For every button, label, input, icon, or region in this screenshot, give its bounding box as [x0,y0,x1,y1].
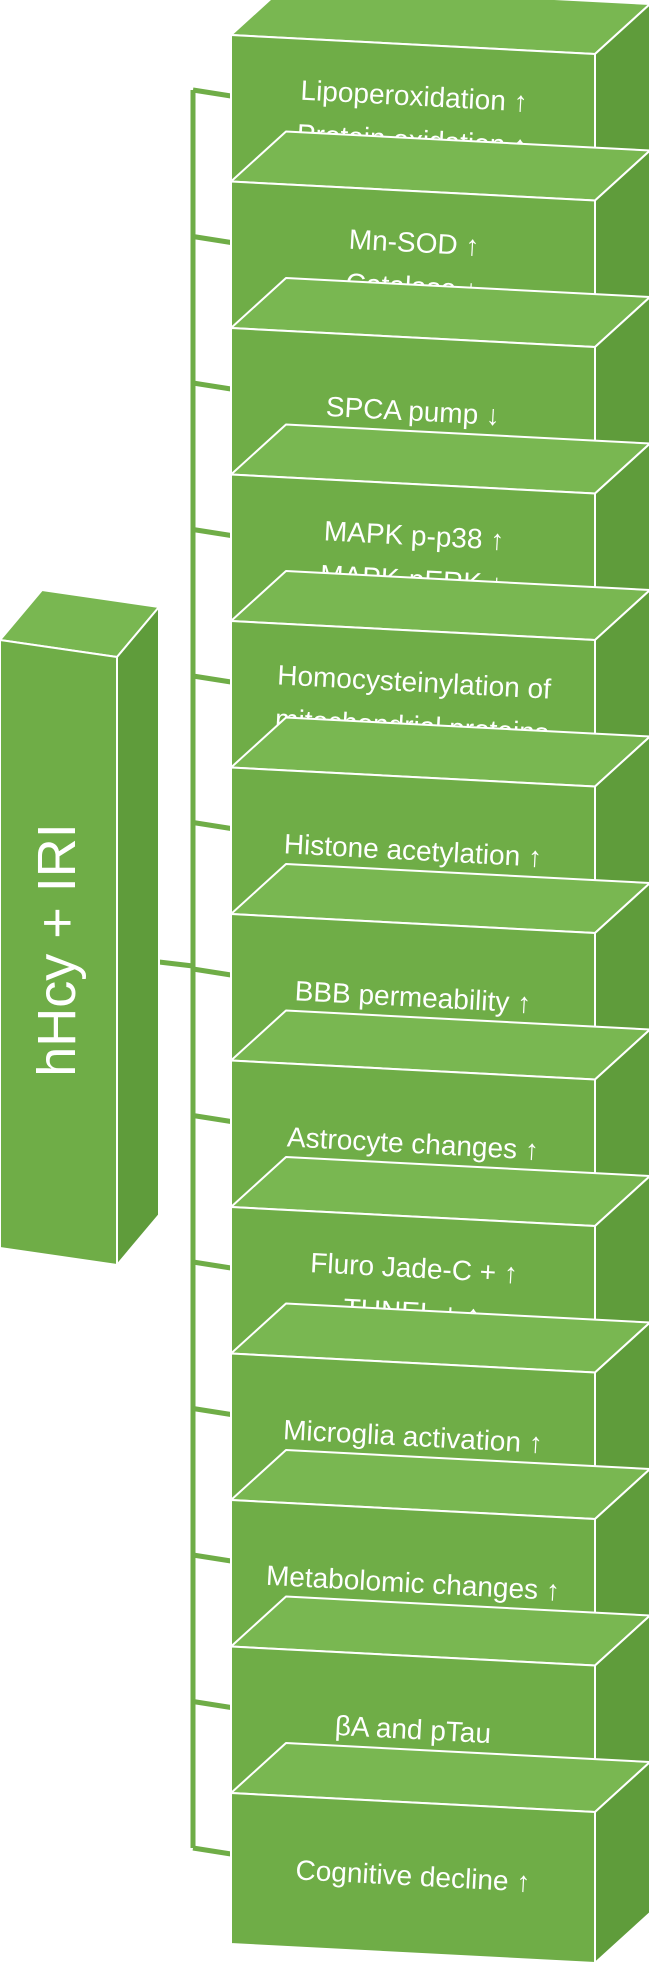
connector-tick [192,1699,232,1710]
connector-tick [192,820,232,831]
effect-box: Cognitive decline ↑ [230,1742,650,1964]
effect-boxes: Lipoperoxidation ↑Protein oxidation ↑Mn-… [230,0,650,1964]
connector-tick [192,1845,232,1857]
connector-tick [192,234,232,245]
connector-tick [192,87,232,99]
connector-tick [192,673,232,685]
connector-tick [192,1259,232,1271]
source-box-front [0,639,118,1266]
source-box-side [116,606,160,1266]
connector-source-link [158,959,194,969]
effect-label: Mn-SOD ↑ [348,224,480,262]
source-label: hHcy + IRI [27,823,87,1077]
connector-tick [192,1406,232,1417]
connector-tick [192,966,232,978]
connector-tick [192,527,232,538]
effect-box: MAPK p-p38 ↑MAPK-pERK ↓ [230,423,650,646]
connector-lines [158,87,232,1857]
connector-tick [192,380,232,392]
effect-box-front [230,1792,596,1964]
connector-tick [192,1113,232,1124]
source-box: hHcy + IRI [0,589,160,1266]
connector-tick [192,1552,232,1564]
